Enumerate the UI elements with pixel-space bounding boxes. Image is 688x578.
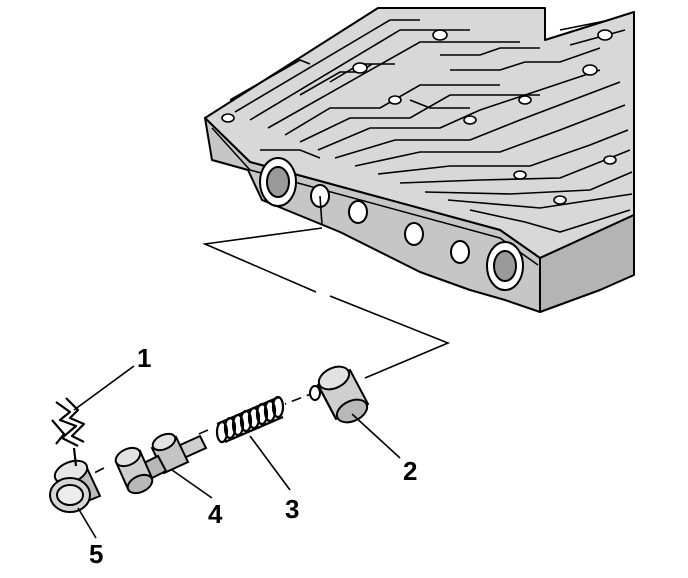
callout-5: 5 bbox=[89, 539, 103, 569]
callout-4: 4 bbox=[208, 499, 223, 529]
part-4-spool-valve bbox=[114, 432, 208, 495]
valve-body bbox=[204, 7, 635, 313]
callout-2: 2 bbox=[403, 456, 417, 486]
callout-leaders bbox=[73, 365, 401, 539]
valve-body-front-face bbox=[204, 117, 541, 313]
part-5-bore-plug bbox=[49, 459, 102, 513]
valve-body-bolt-holes bbox=[221, 29, 617, 205]
callout-1: 1 bbox=[137, 343, 151, 373]
part-3-spring bbox=[215, 395, 285, 444]
callout-3: 3 bbox=[285, 494, 299, 524]
valve-body-right-face bbox=[539, 214, 635, 313]
assembly-leader-line bbox=[202, 195, 451, 379]
part-2-valve bbox=[309, 365, 370, 424]
part-1-retainer-clip bbox=[51, 397, 86, 467]
